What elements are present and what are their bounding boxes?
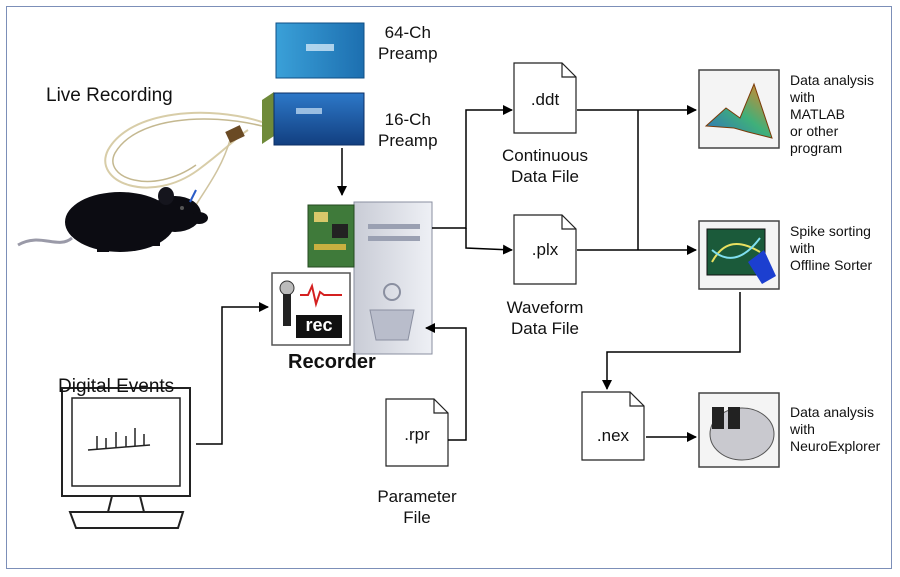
sorter-line-3: Offline Sorter — [790, 257, 873, 273]
digital-events-label: Digital Events — [58, 376, 175, 397]
parameter-line2: File — [403, 508, 431, 527]
sorter-description: Spike sorting with Offline Sorter — [790, 223, 872, 274]
parameter-file-label: Parameter File — [357, 486, 477, 528]
continuous-line1: Continuous — [501, 146, 588, 165]
rpr-extension: .rpr — [404, 425, 430, 444]
neuroexplorer-icon — [698, 392, 780, 468]
matlab-line-3: MATLAB — [790, 106, 845, 122]
continuous-line2: Data File — [510, 167, 580, 186]
matlab-line-1: Data analysis — [790, 72, 875, 88]
file-ddt-icon — [513, 62, 577, 134]
monitor-illustration — [61, 387, 191, 529]
neuroexplorer-line-2: with — [790, 421, 815, 437]
matlab-line-4: or other — [790, 123, 839, 139]
waveform-line2: Data File — [510, 319, 580, 338]
nex-extension: .nex — [596, 426, 630, 445]
recorder-computer — [307, 201, 433, 355]
preamp-16ch-label: 16-Ch Preamp — [378, 109, 438, 151]
ddt-extension: .ddt — [530, 90, 560, 109]
preamp-16ch-line1: 16-Ch — [384, 110, 431, 129]
sorter-line-2: with — [790, 240, 815, 256]
matlab-description: Data analysis with MATLAB or other progr… — [790, 72, 874, 157]
connector-lines — [196, 105, 741, 445]
matlab-line-5: program — [790, 140, 843, 156]
neuroexplorer-line-1: Data analysis — [790, 404, 875, 420]
offline-sorter-icon — [698, 220, 780, 290]
neuroexplorer-description: Data analysis with NeuroExplorer — [790, 404, 880, 455]
sorter-line-1: Spike sorting — [790, 223, 871, 239]
file-nex-icon — [581, 391, 645, 461]
continuous-data-file-label: Continuous Data File — [485, 145, 605, 187]
matlab-line-2: with — [790, 89, 815, 105]
waveform-line1: Waveform — [506, 298, 584, 317]
diagram-frame — [6, 6, 892, 569]
neuroexplorer-line-3: NeuroExplorer — [790, 438, 881, 454]
preamp-64ch-device — [275, 22, 365, 79]
matlab-icon — [698, 69, 780, 149]
recorder-label: Recorder — [288, 351, 376, 373]
rec-badge-text: rec — [305, 315, 333, 335]
waveform-data-file-label: Waveform Data File — [485, 297, 605, 339]
parameter-line1: Parameter — [377, 487, 457, 506]
plx-extension: .plx — [531, 240, 559, 259]
preamp-64ch-line1: 64-Ch — [384, 23, 431, 42]
preamp-16ch-device — [262, 92, 365, 146]
preamp-64ch-label: 64-Ch Preamp — [378, 22, 438, 64]
preamp-64ch-line2: Preamp — [378, 44, 438, 63]
rat-illustration — [17, 187, 208, 252]
recorder-icon — [271, 272, 351, 346]
file-plx-icon — [513, 214, 577, 285]
preamp-16ch-line2: Preamp — [378, 131, 438, 150]
live-recording-label: Live Recording — [46, 85, 173, 106]
recording-cable — [104, 111, 263, 206]
